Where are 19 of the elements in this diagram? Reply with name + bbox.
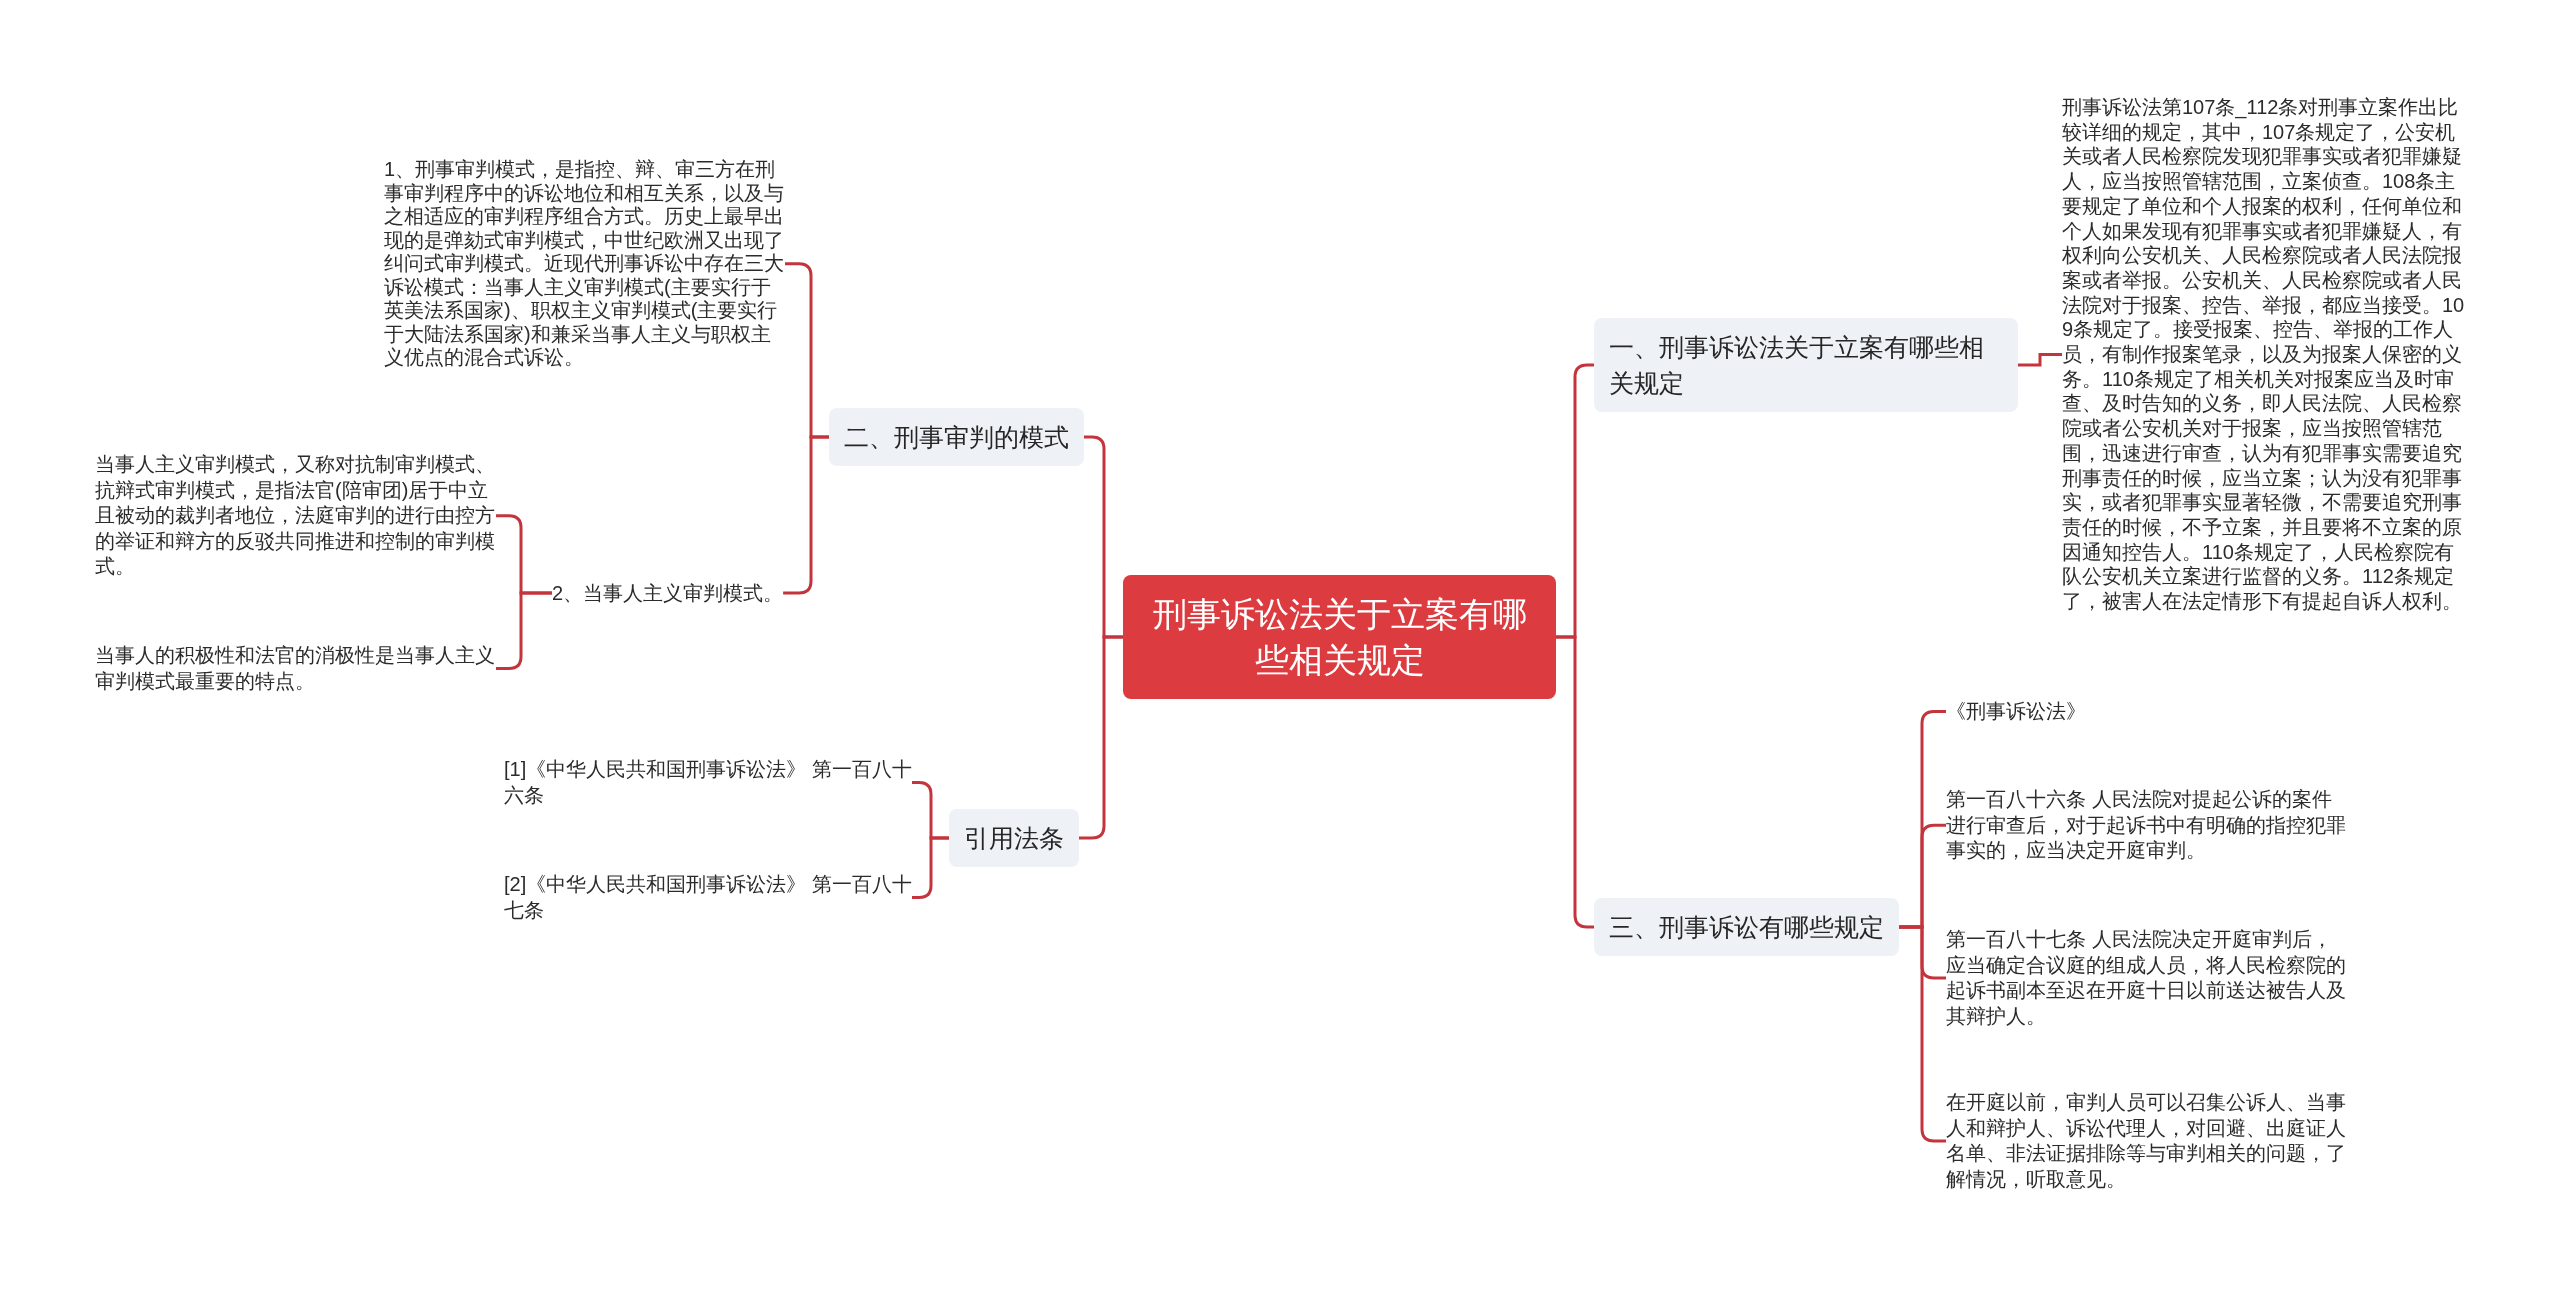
note-text: 第一百八十六条 人民法院对提起公诉的案件进行审查后，对于起诉书中有明确的指控犯罪事实的，应当决定开庭审判。 xyxy=(1946,787,2347,864)
topic-box: 引用法条 xyxy=(949,809,1079,867)
topic-box: 一、刑事诉讼法关于立案有哪些相关规定 xyxy=(1594,318,2018,412)
note-text: 第一百八十七条 人民法院决定开庭审判后，应当确定合议庭的组成人员，将人民检察院的起诉书副本至迟在开庭十日以前送达被告人及其辩护人。 xyxy=(1946,927,2347,1029)
central-topic-box: 刑事诉讼法关于立案有哪些相关规定 xyxy=(1123,575,1556,699)
note-text: 在开庭以前，审判人员可以召集公诉人、当事人和辩护人、诉讼代理人，对回避、出庭证人名单、非法证据排除等与审判相关的问题，了解情况，听取意见。 xyxy=(1946,1090,2347,1192)
note-text: 当事人的积极性和法官的消极性是当事人主义审判模式最重要的特点。 xyxy=(95,643,496,694)
subtopic-text: 2、当事人主义审判模式。 xyxy=(552,580,784,606)
note-text: 《刑事诉讼法》 xyxy=(1946,699,2086,724)
note-text: 1、刑事审判模式，是指控、辩、审三方在刑事审判程序中的诉讼地位和相互关系，以及与之相适应的审判程序组合方式。历史上最早出现的是弹劾式审判模式，中世纪欧洲又出现了纠问式审判模式。近现代刑事诉讼中存在三大诉讼模式：当事人主义审判模式(主要实行于英美法系国家)、职权主义审判模式(主要实行于大陆法系国家)和兼采当事人主义与职权主义优点的混合式诉讼。 xyxy=(384,158,785,370)
topic-box: 三、刑事诉讼有哪些规定 xyxy=(1594,898,1899,956)
topic-box: 二、刑事审判的模式 xyxy=(829,408,1084,466)
connector-line xyxy=(1556,635,1594,929)
connector-line xyxy=(1079,635,1123,840)
note-text: 当事人主义审判模式，又称对抗制审判模式、抗辩式审判模式，是指法官(陪审团)居于中立且被动的裁判者地位，法庭审判的进行由控方的举证和辩方的反驳共同推进和控制的审判模式。 xyxy=(95,452,496,580)
note-text: [1]《中华人民共和国刑事诉讼法》 第一百八十六条 xyxy=(504,757,912,808)
note-text: [2]《中华人民共和国刑事诉讼法》 第一百八十七条 xyxy=(504,872,912,923)
connector-line xyxy=(2018,352,2062,367)
note-text: 刑事诉讼法第107条_112条对刑事立案作出比较详细的规定，其中，107条规定了，公安机关或者人民检察院发现犯罪事实或者犯罪嫌疑人，应当按照管辖范围，立案侦查。108条主要规定了单位和个人报案的权利，任何单位和个人如果发现有犯罪事实或者犯罪嫌疑人，有权利向公安机关、人民检察院或者人民法院报案或者举报。公安机关、人民检察院或者人民法院对于报案、控告、举报，都应当接受。109条规定了。接受报案、控告、举报的工作人员，有制作报案笔录，以及为报案人保密的义务。110条规定了相关机关对报案应当及时审查、及时告知的义务，即人民法院、人民检察院或者公安机关对于报案，应当按照管辖范围，迅速进行审查，认为有犯罪事实需要追究刑事责任的时候，应当立案；认为没有犯罪事实，或者犯罪事实显著轻微，不需要追究刑事责任的时候，不予立案，并且要将不立案的原因通知控告人。110条规定了，人民检察院有队公安机关立案进行监督的义务。112条规定了，被害人在法定情形下有提起自诉人权利。 xyxy=(2062,95,2472,614)
